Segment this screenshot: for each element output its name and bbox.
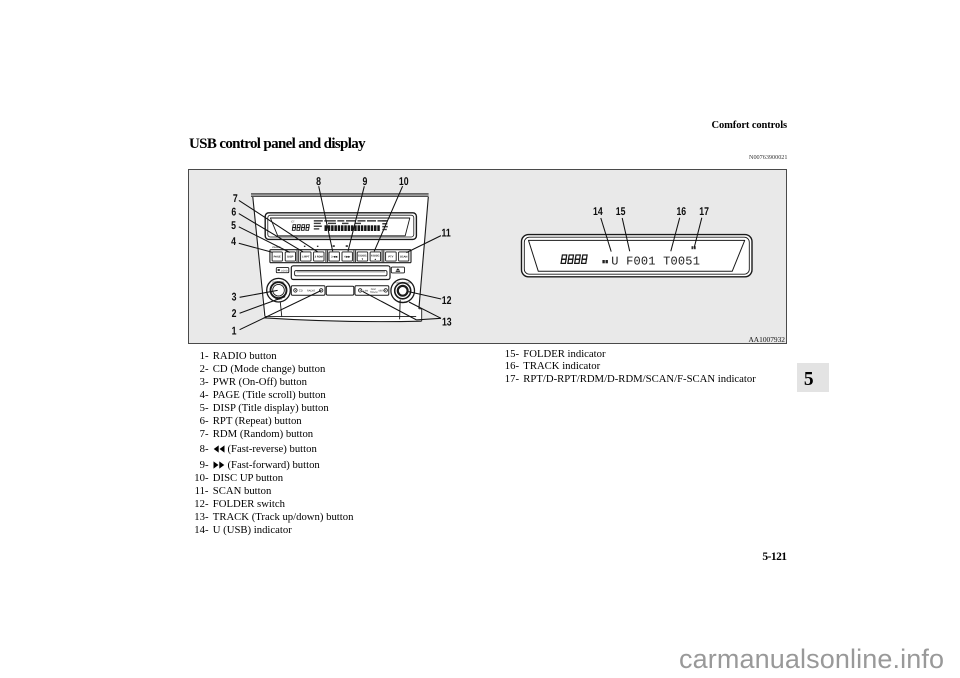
svg-text:2 RDM: 2 RDM (315, 256, 323, 259)
svg-text:PWR/VOL: PWR/VOL (273, 281, 286, 284)
svg-text:7: 7 (233, 193, 238, 205)
svg-text:SEEK: SEEK (378, 290, 385, 293)
svg-text:3 ◀◀: 3 ◀◀ (331, 256, 338, 259)
svg-text:6 DISC: 6 DISC (371, 255, 379, 258)
svg-text:17: 17 (699, 206, 709, 218)
svg-text:14: 14 (593, 206, 603, 218)
svg-text:PTY: PTY (388, 256, 393, 259)
svg-text:6: 6 (231, 207, 236, 219)
svg-text:CLOCK: CLOCK (272, 246, 281, 249)
svg-text:CT: CT (291, 220, 295, 223)
svg-text:10: 10 (399, 176, 409, 188)
svg-text:2: 2 (232, 308, 237, 320)
svg-text:TRACK: TRACK (399, 301, 408, 304)
svg-text:CD: CD (299, 289, 303, 293)
svg-text:LSM: LSM (363, 290, 368, 293)
svg-text:▲: ▲ (374, 258, 377, 261)
svg-text:5 DISC: 5 DISC (358, 255, 366, 258)
svg-text:4: 4 (231, 236, 236, 248)
svg-text:LOAD: LOAD (281, 270, 288, 273)
svg-text:▼: ▼ (361, 258, 364, 261)
svg-text:RADIO: RADIO (307, 290, 315, 293)
svg-text:8: 8 (316, 176, 321, 188)
svg-text:SCAN: SCAN (400, 256, 407, 259)
svg-text:15: 15 (616, 206, 626, 218)
svg-text:PUSH FOLDER: PUSH FOLDER (394, 282, 411, 285)
svg-text:4 ▶▶: 4 ▶▶ (344, 256, 351, 259)
svg-text:5: 5 (231, 220, 236, 232)
svg-text:12: 12 (442, 295, 452, 307)
svg-text:DISC: DISC (371, 288, 377, 291)
svg-text:13: 13 (442, 316, 452, 328)
svg-text:U F001 T0051: U F001 T0051 (611, 254, 700, 268)
svg-text:3: 3 (232, 291, 237, 303)
svg-text:PAGE: PAGE (274, 256, 281, 259)
svg-text:1: 1 (232, 326, 237, 338)
svg-text:1 RPT: 1 RPT (302, 256, 310, 259)
svg-text:11: 11 (441, 227, 450, 239)
svg-text:TRACK: TRACK (370, 291, 378, 294)
svg-text:16: 16 (676, 206, 686, 218)
svg-text:DISP: DISP (287, 256, 293, 259)
svg-text:9: 9 (362, 176, 367, 188)
